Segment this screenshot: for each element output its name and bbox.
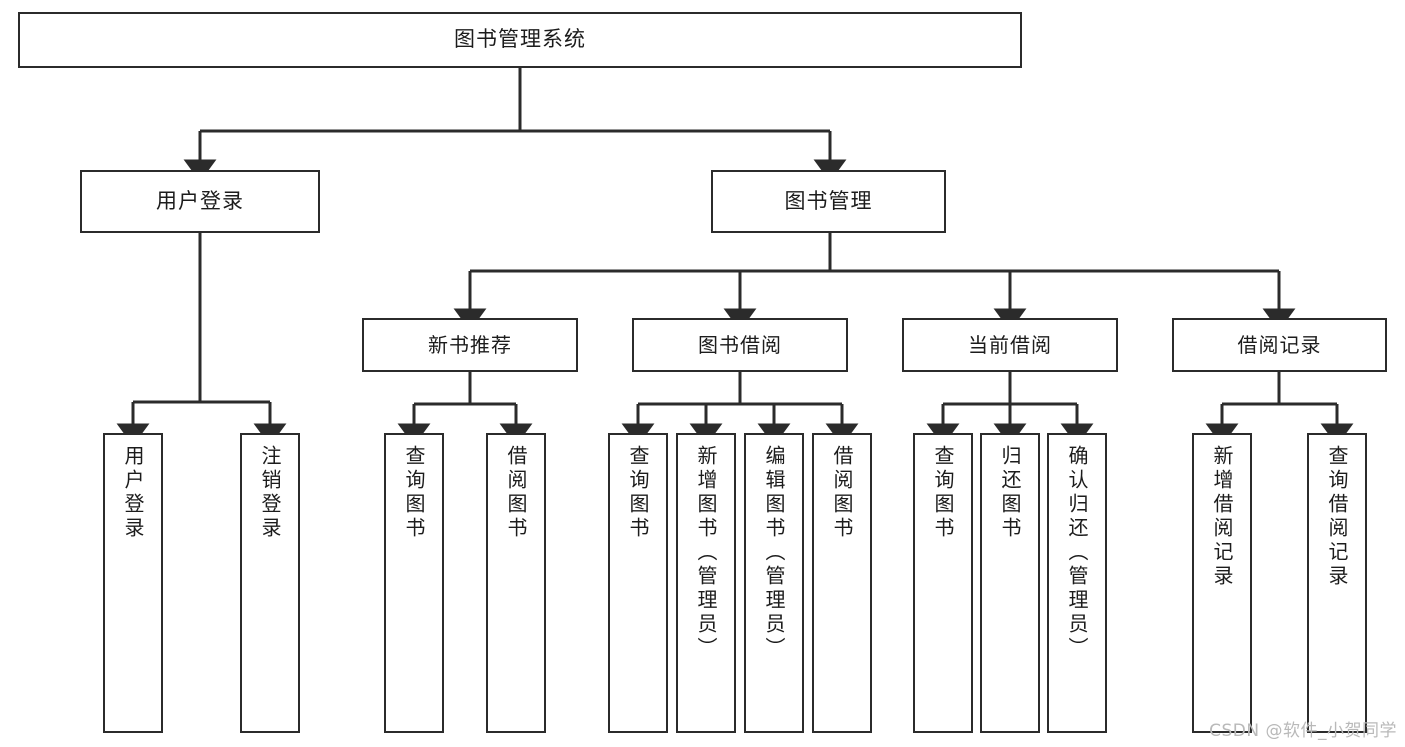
node-book-management[interactable]: 图书管理 bbox=[711, 170, 946, 233]
leaf-borrow-edit-book[interactable]: 编辑图书（管理员） bbox=[744, 433, 804, 733]
node-label: 查询图书 bbox=[626, 445, 650, 541]
leaf-user-login-logout[interactable]: 注销登录 bbox=[240, 433, 300, 733]
leaf-current-query-book[interactable]: 查询图书 bbox=[913, 433, 973, 733]
node-label: 新增借阅记录 bbox=[1210, 445, 1234, 589]
watermark-text: CSDN @软件_小贺同学 bbox=[1209, 721, 1397, 741]
leaf-recommend-query-book[interactable]: 查询图书 bbox=[384, 433, 444, 733]
leaf-recommend-borrow-book[interactable]: 借阅图书 bbox=[486, 433, 546, 733]
node-label: 用户登录 bbox=[156, 188, 244, 213]
node-root-system[interactable]: 图书管理系统 bbox=[18, 12, 1022, 68]
node-new-book-recommend[interactable]: 新书推荐 bbox=[362, 318, 578, 372]
node-label: 归还图书 bbox=[998, 445, 1022, 541]
node-label: 借阅图书 bbox=[504, 445, 528, 541]
node-label: 新增图书（管理员） bbox=[694, 445, 718, 661]
node-label: 当前借阅 bbox=[968, 332, 1052, 357]
node-label: 借阅图书 bbox=[830, 445, 854, 541]
node-label: 图书管理系统 bbox=[454, 27, 586, 52]
node-label: 新书推荐 bbox=[428, 332, 512, 357]
node-label: 注销登录 bbox=[258, 445, 282, 541]
node-borrow-record[interactable]: 借阅记录 bbox=[1172, 318, 1387, 372]
leaf-borrow-query-book[interactable]: 查询图书 bbox=[608, 433, 668, 733]
leaf-record-query-record[interactable]: 查询借阅记录 bbox=[1307, 433, 1367, 733]
node-label: 借阅记录 bbox=[1237, 332, 1322, 357]
leaf-current-confirm-return[interactable]: 确认归还（管理员） bbox=[1047, 433, 1107, 733]
node-label: 查询借阅记录 bbox=[1325, 445, 1349, 589]
leaf-borrow-borrow-book[interactable]: 借阅图书 bbox=[812, 433, 872, 733]
node-current-borrow[interactable]: 当前借阅 bbox=[902, 318, 1118, 372]
leaf-record-add-record[interactable]: 新增借阅记录 bbox=[1192, 433, 1252, 733]
node-label: 查询图书 bbox=[402, 445, 426, 541]
leaf-borrow-add-book[interactable]: 新增图书（管理员） bbox=[676, 433, 736, 733]
leaf-user-login-login[interactable]: 用户登录 bbox=[103, 433, 163, 733]
node-label: 编辑图书（管理员） bbox=[762, 445, 786, 661]
node-user-login[interactable]: 用户登录 bbox=[80, 170, 320, 233]
node-label: 图书管理 bbox=[784, 188, 873, 213]
leaf-current-return-book[interactable]: 归还图书 bbox=[980, 433, 1040, 733]
node-book-borrow[interactable]: 图书借阅 bbox=[632, 318, 848, 372]
node-label: 用户登录 bbox=[121, 445, 145, 541]
node-label: 图书借阅 bbox=[698, 332, 782, 357]
node-label: 确认归还（管理员） bbox=[1065, 445, 1089, 661]
node-label: 查询图书 bbox=[931, 445, 955, 541]
